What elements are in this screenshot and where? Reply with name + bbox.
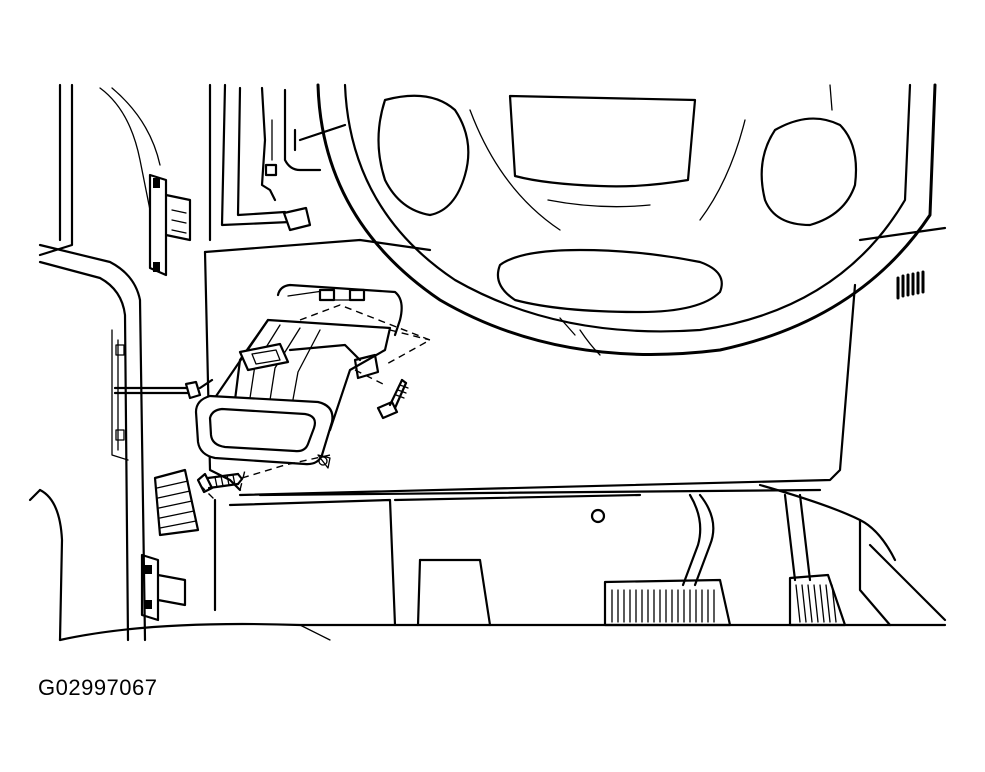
steering-wheel <box>316 83 937 356</box>
accelerator-pedal <box>783 493 847 627</box>
wiring-boot <box>153 468 200 537</box>
footwell-area <box>58 483 947 642</box>
air-outlet-duct <box>194 283 403 469</box>
lower-screw <box>196 472 244 494</box>
pillar-wire <box>113 378 214 400</box>
upper-screw <box>376 378 409 420</box>
figure-id-label: G02997067 <box>38 675 158 700</box>
exploded-view-guides <box>199 304 432 501</box>
lower-hinge <box>140 553 187 622</box>
column-support <box>208 83 347 242</box>
left-door-frame <box>28 83 161 642</box>
brake-pedal <box>603 493 732 627</box>
upper-hinge <box>148 173 192 277</box>
